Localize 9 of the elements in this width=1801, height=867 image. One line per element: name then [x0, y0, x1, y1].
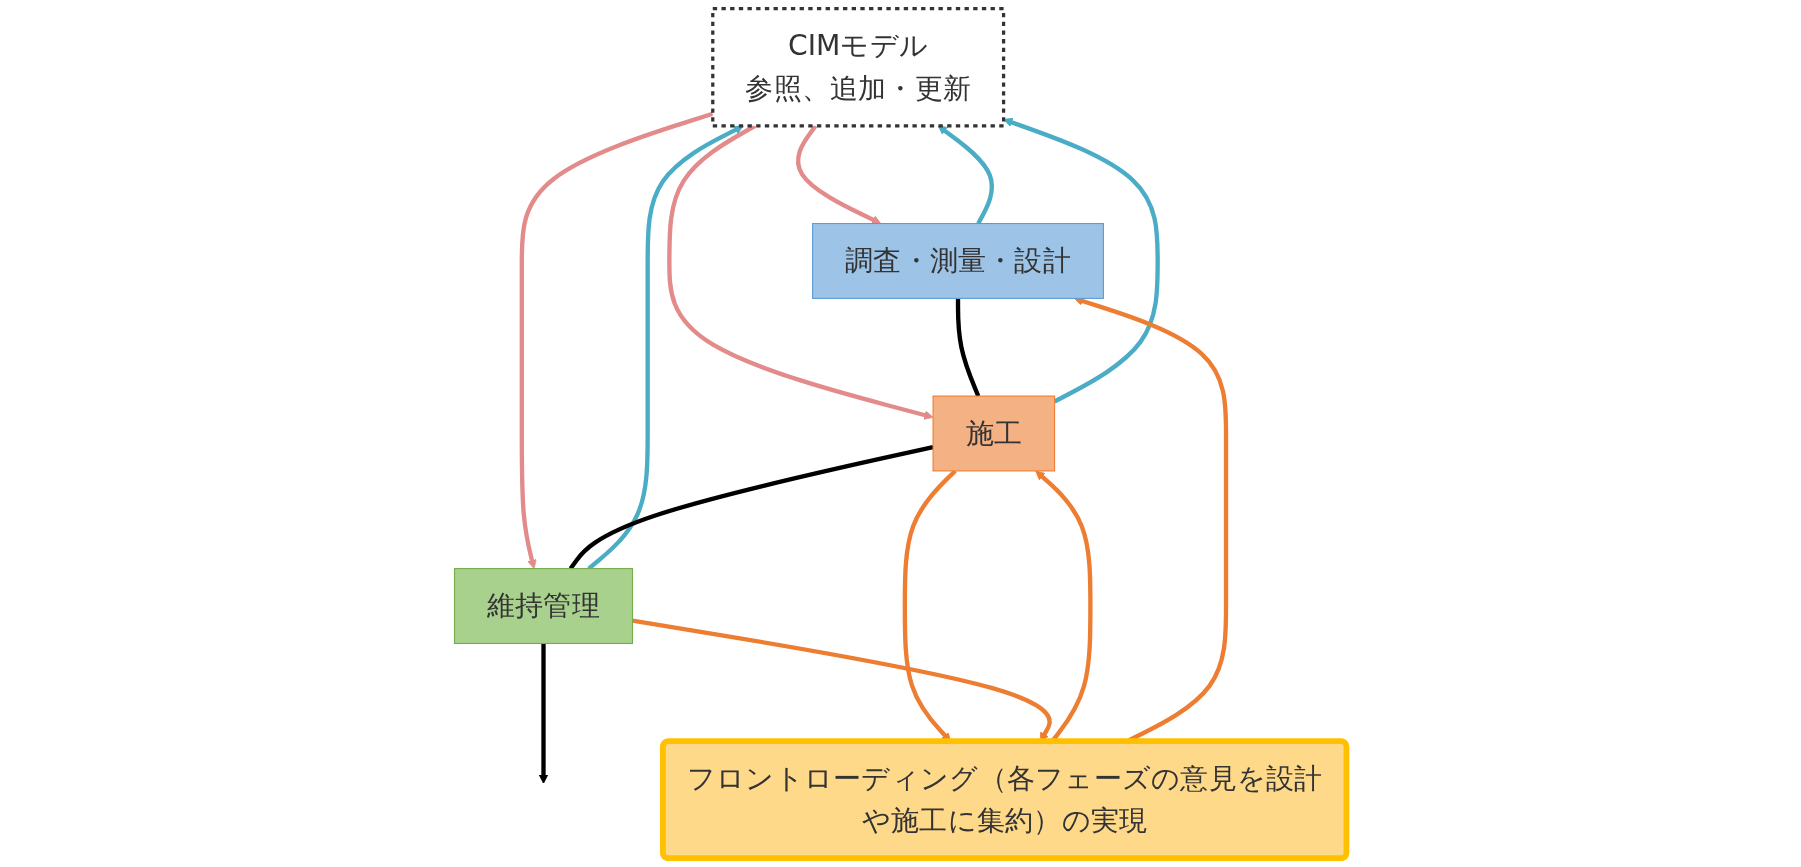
node-box: 調査・測量・設計 [812, 223, 1104, 299]
connector [955, 298, 981, 397]
node-box: 維持管理 [453, 568, 634, 644]
node-box: CIMモデル 参照、追加・更新 [711, 7, 1006, 128]
arrow [538, 643, 549, 784]
arrow [937, 125, 994, 225]
connector [568, 444, 934, 570]
node-box: 施工 [932, 395, 1056, 472]
arrow [1003, 117, 1160, 404]
